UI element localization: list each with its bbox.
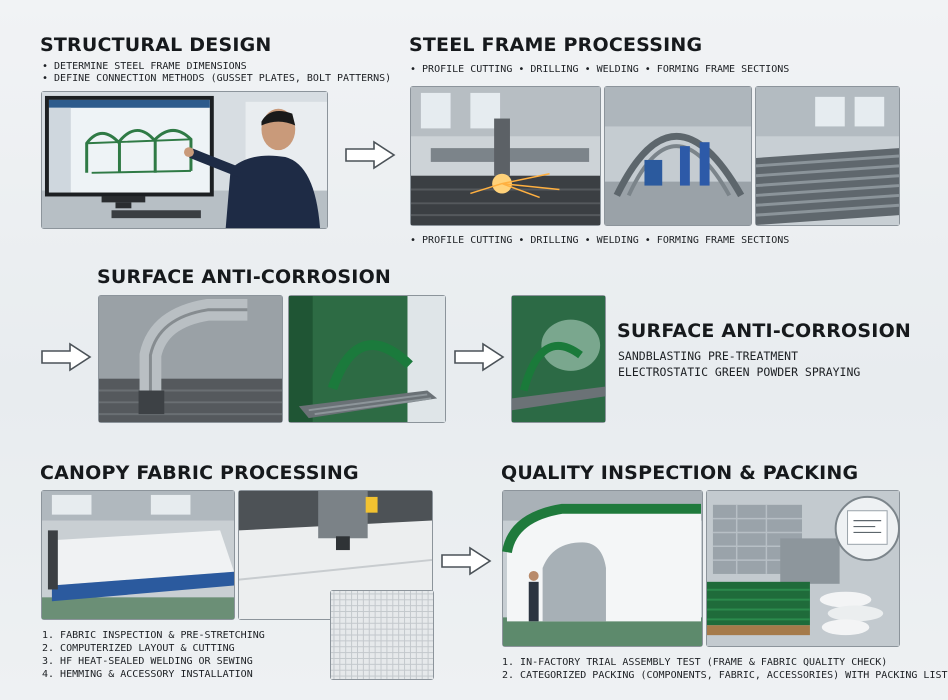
- canopy-step-4: 4. HEMMING & ACCESSORY INSTALLATION: [42, 669, 253, 680]
- canopy-fabric-processing-title: CANOPY FABRIC PROCESSING: [40, 462, 359, 484]
- steel-bottom-item-3: • WELDING: [584, 235, 639, 246]
- quality-step-1: 1. IN-FACTORY TRIAL ASSEMBLY TEST (FRAME…: [502, 657, 888, 668]
- steel-top-item-4: • FORMING FRAME SECTIONS: [644, 64, 790, 75]
- steel-top-item-1: • PROFILE CUTTING: [410, 64, 513, 75]
- structural-design-bullet-2: • DEFINE CONNECTION METHODS (GUSSET PLAT…: [42, 73, 392, 84]
- sandblasted-steel-tube-photo: [98, 295, 283, 423]
- surface-line-1: SANDBLASTING PRE-TREATMENT: [618, 349, 799, 363]
- canopy-step-3: 3. HF HEAT-SEALED WELDING OR SEWING: [42, 656, 253, 667]
- frame-welding-robots-photo: [604, 86, 752, 226]
- steel-frame-processing-title: STEEL FRAME PROCESSING: [409, 34, 703, 56]
- plasma-cutting-photo: [410, 86, 601, 226]
- steel-bottom-item-2: • DRILLING: [518, 235, 579, 246]
- canopy-step-2: 2. COMPUTERIZED LAYOUT & CUTTING: [42, 643, 235, 654]
- arrow-right-icon: [440, 546, 492, 576]
- surface-anti-corrosion-title-right: SURFACE ANTI-CORROSION: [617, 320, 912, 342]
- fabric-cutting-table-photo: [41, 490, 235, 620]
- steel-pipes-stack-photo: [755, 86, 900, 226]
- fabric-weave-closeup-photo: [330, 590, 434, 680]
- quality-inspection-packing-title: QUALITY INSPECTION & PACKING: [501, 462, 859, 484]
- green-coated-arch-photo: [288, 295, 446, 423]
- arrow-right-icon: [40, 342, 92, 372]
- packed-components-photo: [706, 490, 900, 647]
- steel-top-item-3: • WELDING: [584, 64, 639, 75]
- canopy-step-1: 1. FABRIC INSPECTION & PRE-STRETCHING: [42, 630, 265, 641]
- surface-anti-corrosion-title-left: SURFACE ANTI-CORROSION: [97, 266, 392, 288]
- structural-design-bullet-1: • DETERMINE STEEL FRAME DIMENSIONS: [42, 61, 247, 72]
- trial-assembly-tent-photo: [502, 490, 703, 647]
- steel-frame-top-list: • PROFILE CUTTING • DRILLING • WELDING •…: [410, 64, 795, 76]
- surface-line-2: ELECTROSTATIC GREEN POWDER SPRAYING: [618, 365, 861, 379]
- quality-step-2: 2. CATEGORIZED PACKING (COMPONENTS, FABR…: [502, 670, 948, 681]
- steel-frame-bottom-list: • PROFILE CUTTING • DRILLING • WELDING •…: [410, 235, 795, 247]
- engineer-cad-photo: [41, 91, 328, 229]
- steel-bottom-item-4: • FORMING FRAME SECTIONS: [644, 235, 790, 246]
- steel-bottom-item-1: • PROFILE CUTTING: [410, 235, 513, 246]
- steel-top-item-2: • DRILLING: [518, 64, 579, 75]
- arrow-right-icon: [453, 342, 505, 372]
- structural-design-title: STRUCTURAL DESIGN: [40, 34, 272, 56]
- arrow-right-icon: [344, 140, 396, 170]
- powder-spray-booth-photo: [511, 295, 606, 423]
